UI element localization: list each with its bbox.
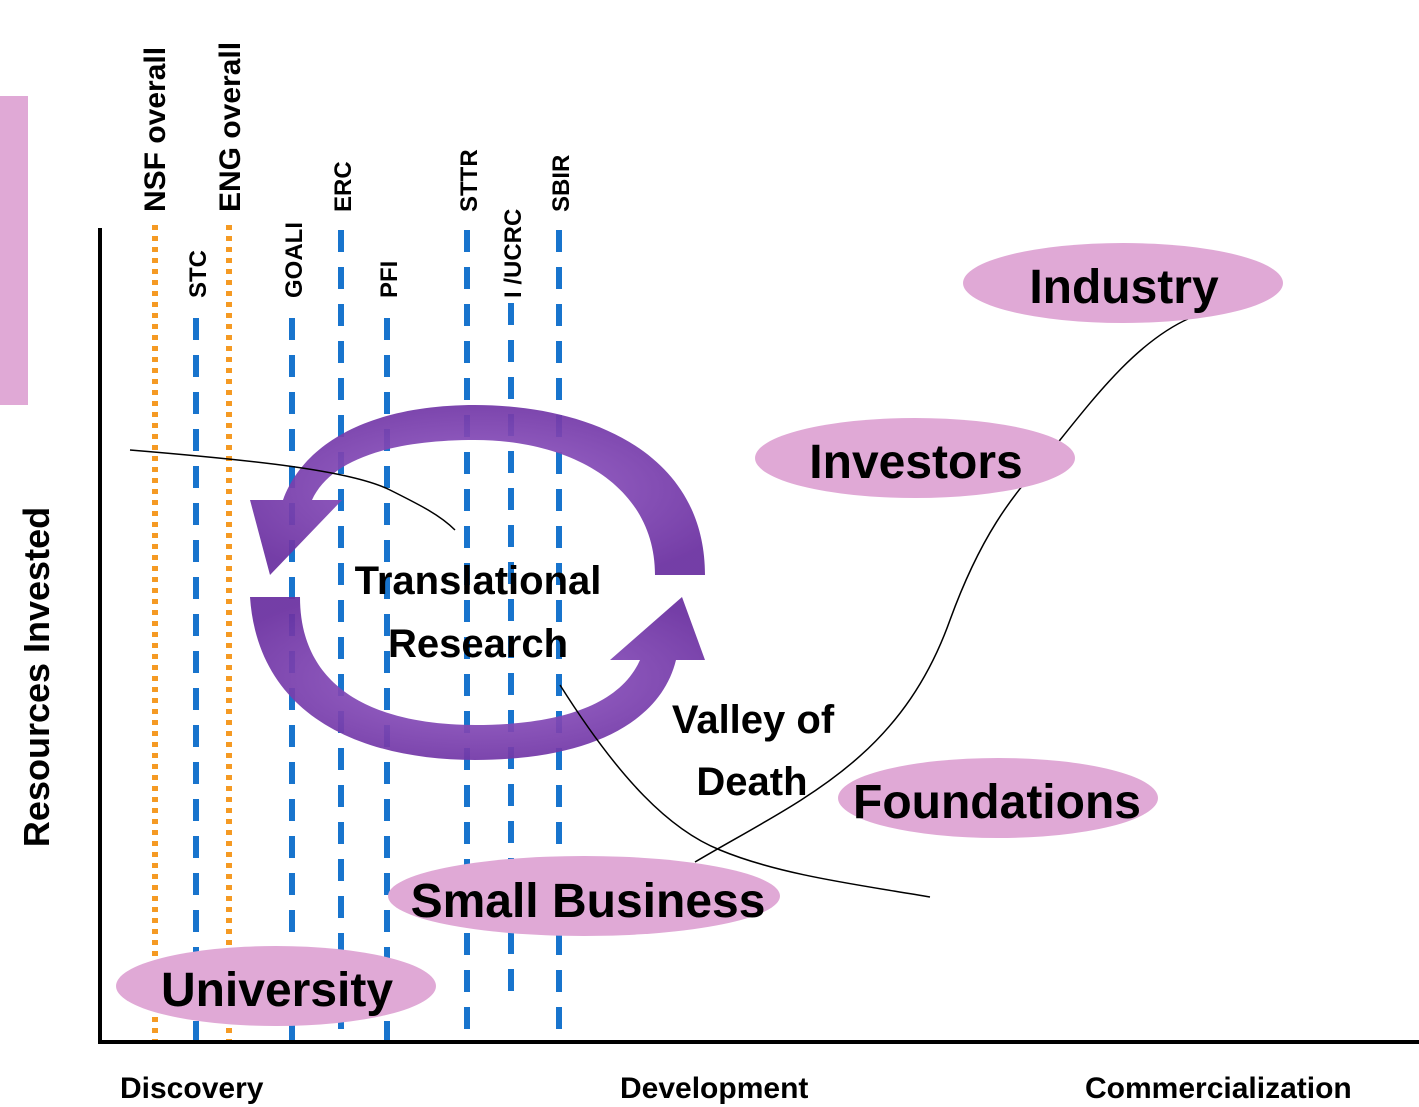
ellipse-foundations [838,758,1158,838]
label-investors: Investors [809,436,1022,489]
label-foundations: Foundations [853,776,1141,829]
side-tab [0,96,28,405]
axes: Resources Invested Discovery Development… [16,228,1419,1105]
curves [129,317,1191,898]
label-stc: STC [185,250,212,298]
program-labels: NSF overall STC ENG overall GOALI ERC PF… [139,42,575,298]
x-label-commercialization: Commercialization [1085,1072,1352,1105]
ellipse-university [116,946,436,1026]
label-nsf-overall: NSF overall [139,47,172,212]
cycle-label-line2: Research [388,622,568,666]
label-goali: GOALI [281,222,308,298]
funders: University Small Business Foundations In… [116,243,1283,1026]
cycle-arrow-top [250,405,705,575]
cycle-arrow-bottom [250,597,705,760]
valley-label-line2: Death [696,760,807,804]
label-university: University [161,964,393,1017]
curve-valley [559,684,931,898]
center-labels: Translational Research Valley of Death [355,559,835,804]
cycle-arrows [250,405,705,760]
x-label-development: Development [620,1072,808,1105]
curve-university [129,449,456,531]
ellipse-small-business [388,856,780,936]
curve-growth [694,317,1191,863]
label-erc: ERC [330,161,357,212]
ellipse-investors [755,418,1075,498]
label-eng-overall: ENG overall [214,42,247,212]
cycle-label-line1: Translational [355,559,602,603]
label-small-business: Small Business [411,875,766,928]
ellipse-industry [963,243,1283,323]
label-industry: Industry [1029,261,1219,314]
label-pfi: PFI [376,261,403,298]
valley-label-line1: Valley of [672,698,835,742]
x-label-discovery: Discovery [120,1072,264,1105]
label-sttr: STTR [456,149,483,212]
label-iucrc: I /UCRC [500,209,527,298]
label-sbir: SBIR [548,155,575,212]
y-axis-label: Resources Invested [16,507,57,847]
